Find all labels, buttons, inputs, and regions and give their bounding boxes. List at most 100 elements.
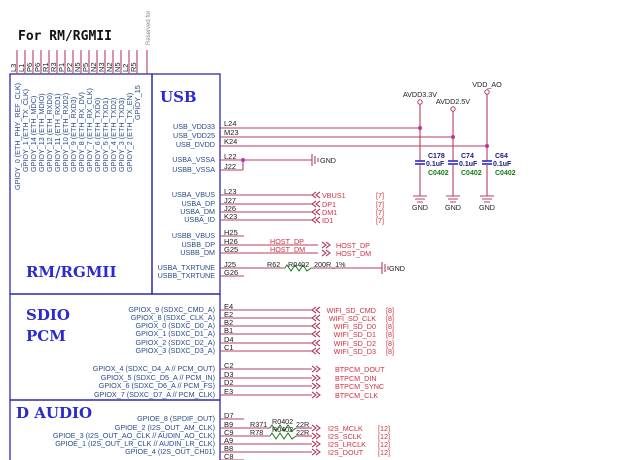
usb-vssa-signal: USBB_VSSA xyxy=(172,165,215,174)
usbb-signal: USBB_DP xyxy=(181,240,215,249)
offpage-connector-icon xyxy=(311,200,321,208)
rgmii-pin-number: L2 xyxy=(121,64,130,72)
audio-block-title: D AUDIO xyxy=(16,404,92,422)
rgmii-signal-label: GPIOY_10 (ETH_RXD2) xyxy=(61,93,70,172)
resistor-icon xyxy=(284,264,312,272)
txrtune-signal: USBB_TXRTUNE xyxy=(158,271,216,280)
rgmii-signal-label: GPIOY_3 (ETH_TXD3) xyxy=(117,98,126,172)
audio-pin: C8 xyxy=(224,452,234,460)
sdio-net-label: WIFI_SD_D0 xyxy=(334,322,376,331)
rgmii-signal-label: GPIOY_15 xyxy=(133,85,142,120)
audio-page-ref: [12] xyxy=(378,448,390,457)
sdio-signal: GPIOX_9 (SDXC_CMD_A) xyxy=(128,305,215,314)
rgmii-pin-number: P1 xyxy=(57,63,66,72)
usba-pin: J26 xyxy=(224,204,236,213)
usb-block-title: USB xyxy=(160,88,197,106)
sdio-pin: D4 xyxy=(224,335,234,344)
usba-net-label: DP1 xyxy=(322,200,336,209)
rgmii-pin-number: P5 xyxy=(81,63,90,72)
sdio-signal: GPIOX_8 (SDXC_CLK_A) xyxy=(131,313,215,322)
ground-icon xyxy=(381,262,389,274)
usbb-pin: H26 xyxy=(224,237,238,246)
sdio-page-ref: [8] xyxy=(386,306,394,315)
pcm-pin: E3 xyxy=(224,387,233,396)
sdio-signal: GPIOX_1 (SDXC_D1_A) xyxy=(136,329,216,338)
resistor-package: R0402 xyxy=(288,260,309,269)
ground-icon xyxy=(311,154,319,166)
usba-signal: USBA_DP xyxy=(181,199,215,208)
sdio-signal: GPIOX_0 (SDXC_D0_A) xyxy=(136,321,216,330)
sdio-pin: B1 xyxy=(224,326,233,335)
usba-pin: K23 xyxy=(224,212,237,221)
sdio-pin: B2 xyxy=(224,318,233,327)
pcm-signal: GPIOX_7 (SDXC_D7_A // PCM_CLK) xyxy=(94,390,215,399)
audio-page-ref: [12] xyxy=(378,424,390,433)
usba-net-label: DM1 xyxy=(322,208,337,217)
rgmii-pin-number: N3 xyxy=(97,62,106,72)
rgmii-signal-label: GPIOY_1 (ETH_TX_CLK) xyxy=(21,89,30,172)
usba-signal: USBA_ID xyxy=(184,215,215,224)
usbb-signal: USBB_DM xyxy=(180,248,215,257)
ground-icon xyxy=(413,195,427,203)
gnd-label: GND xyxy=(389,264,405,273)
usba-page-ref: [7] xyxy=(376,191,384,200)
usba-signal: USBA_VBUS xyxy=(172,190,215,199)
pcm-signal: GPIOX_4 (SDXC_D4_A // PCM_OUT) xyxy=(93,364,215,373)
audio-page-ref: [12] xyxy=(378,440,390,449)
sdio-pin: E4 xyxy=(224,302,233,311)
capacitor-ref: C74 xyxy=(461,153,474,160)
pcm-net-label: BTPCM_DOUT xyxy=(335,365,385,374)
header-title: For RM/RGMII xyxy=(18,29,112,44)
usba-net-label: VBUS1 xyxy=(322,191,346,200)
sdio-signal: GPIOX_3 (SDXC_D3_A) xyxy=(136,346,216,355)
rgmii-block-title: RM/RGMII xyxy=(26,263,116,281)
sdio-page-ref: [8] xyxy=(386,314,394,323)
usba-pin: L23 xyxy=(224,187,237,196)
usbb-pin: H25 xyxy=(224,228,238,237)
pcm-net-label: BTPCM_DIN xyxy=(335,374,377,383)
rgmii-signal-label: GPIOY_13 (ETH_MDIO) xyxy=(37,93,46,172)
audio-net-label: I2S_MCLK xyxy=(328,424,363,433)
power-port-icon xyxy=(450,106,456,112)
rgmii-pin-number: L3 xyxy=(9,64,18,72)
offpage-connector-icon xyxy=(311,347,321,355)
audio-net-label: I2S_LRCLK xyxy=(328,440,366,449)
rgmii-pin-number: R3 xyxy=(49,62,58,72)
power-rail-label: AVDD3.3V xyxy=(403,90,437,99)
rgmii-signal-label: GPIOY_11 (ETH_RXD1) xyxy=(53,93,62,172)
audio-signal: GPIOE_3 (I2S_OUT_AO_CLK // AUDIN_AO_CLK) xyxy=(53,431,215,440)
usba-signal: USBA_DM xyxy=(180,207,215,216)
rgmii-signal-label: GPIOY_0 (ETH_PHY_REF_CLK) xyxy=(13,83,22,190)
resistor-value: 22R xyxy=(296,428,309,437)
usbb-signal: USBB_VBUS xyxy=(172,231,215,240)
offpage-connector-icon xyxy=(311,424,321,432)
resistor-package: R0402 xyxy=(272,417,293,426)
usb-block xyxy=(151,73,221,295)
resistor-value: 200R_1% xyxy=(314,260,346,269)
rgmii-signal-label: GPIOY_2 (ETH_TX_EN) xyxy=(125,93,134,172)
sdio-signal: GPIOX_2 (SDXC_D2_A) xyxy=(136,338,216,347)
sdio-net-label: WIFI_SD_D2 xyxy=(334,339,376,348)
usb-power-pin: M23 xyxy=(224,128,239,137)
ground-icon xyxy=(480,195,494,203)
resistor-ref: R371 xyxy=(250,420,267,429)
resistor-icon xyxy=(269,432,297,440)
usba-pin: J27 xyxy=(224,196,236,205)
rgmii-pin-number: P6 xyxy=(33,63,42,72)
usbb-pin: G25 xyxy=(224,245,238,254)
rgmii-signal-label: GPIOY_12 (ETH_RXD0) xyxy=(45,93,54,172)
audio-pin: B9 xyxy=(224,420,233,429)
pcm-net-label: BTPCM_SYNC xyxy=(335,382,384,391)
rgmii-signal-label: GPIOY_14 (ETH_MDC) xyxy=(29,96,38,172)
usba-page-ref: [7] xyxy=(376,216,384,225)
sdio-page-ref: [8] xyxy=(386,339,394,348)
sdio-pin: E2 xyxy=(224,310,233,319)
audio-pin: A9 xyxy=(224,436,233,445)
sdio-net-label: WIFI_SD_D1 xyxy=(334,330,376,339)
capacitor-ref: C178 xyxy=(428,153,445,160)
reserved-note: Reserved for xyxy=(146,11,152,45)
